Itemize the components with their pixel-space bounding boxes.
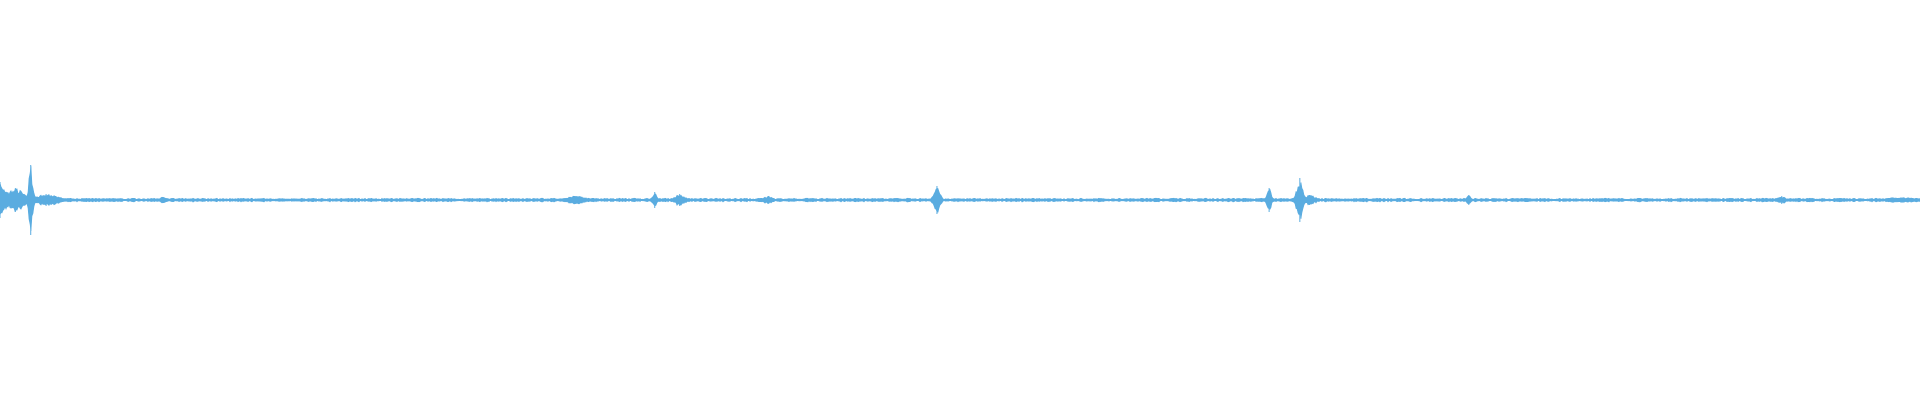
waveform-spikes bbox=[0, 165, 1902, 235]
waveform-envelope bbox=[0, 166, 1920, 232]
